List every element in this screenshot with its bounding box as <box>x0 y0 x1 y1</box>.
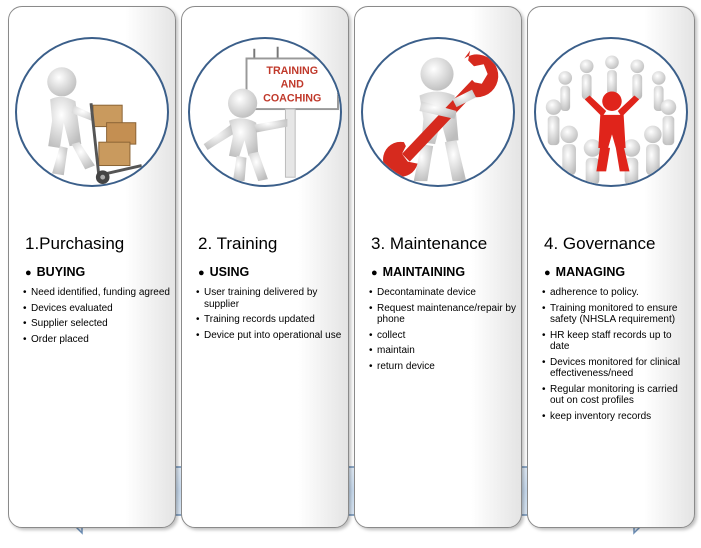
training-illustration: TRAINING AND COACHING <box>188 37 342 187</box>
list-item: Device put into operational use <box>196 330 346 342</box>
person-with-training-sign-icon: TRAINING AND COACHING <box>203 46 339 182</box>
bullet-icon: ● <box>198 267 205 279</box>
stage-heading: ●MANAGING <box>544 265 626 279</box>
list-item: Supplier selected <box>23 318 173 330</box>
list-item: Order placed <box>23 334 173 346</box>
list-item: Request maintenance/repair by phone <box>369 303 519 326</box>
sign-text-line: AND <box>281 79 304 91</box>
list-item: Devices monitored for clinical effective… <box>542 357 692 380</box>
stage-items: Need identified, funding agreed Devices … <box>23 287 173 349</box>
list-item: Devices evaluated <box>23 303 173 315</box>
bullet-icon: ● <box>25 267 32 279</box>
stage-panel-purchasing: 1.Purchasing ●BUYING Need identified, fu… <box>8 6 176 528</box>
list-item: Regular monitoring is carried out on cos… <box>542 384 692 407</box>
list-item: collect <box>369 330 519 342</box>
stage-title: 3. Maintenance <box>371 234 488 253</box>
list-item: adherence to policy. <box>542 287 692 299</box>
stage-panel-governance: 4. Governance ●MANAGING adherence to pol… <box>527 6 695 528</box>
list-item: Decontaminate device <box>369 287 519 299</box>
bullet-icon: ● <box>544 267 551 279</box>
list-item: HR keep staff records up to date <box>542 330 692 353</box>
people-circle-leader-icon <box>545 55 677 185</box>
stage-title: 4. Governance <box>544 234 656 253</box>
stage-heading: ●MAINTAINING <box>371 265 466 279</box>
stage-items: User training delivered by supplier Trai… <box>196 287 346 345</box>
list-item: Training monitored to ensure safety (NHS… <box>542 303 692 326</box>
stage-items: adherence to policy. Training monitored … <box>542 287 692 426</box>
stage-items: Decontaminate device Request maintenance… <box>369 287 519 376</box>
person-pushing-hand-truck-icon <box>47 67 142 185</box>
sign-text-line: COACHING <box>263 92 321 104</box>
list-item: Training records updated <box>196 314 346 326</box>
stage-title: 1.Purchasing <box>25 234 125 253</box>
list-item: Need identified, funding agreed <box>23 287 173 299</box>
stage-title: 2. Training <box>198 234 278 253</box>
person-holding-wrench-icon <box>383 50 499 182</box>
stage-heading: ●USING <box>198 265 250 279</box>
sign-text-line: TRAINING <box>266 65 318 77</box>
stage-panel-maintenance: 3. Maintenance ●MAINTAINING Decontaminat… <box>354 6 522 528</box>
stage-panel-training: TRAINING AND COACHING 2. Training ●USING… <box>181 6 349 528</box>
stage-heading: ●BUYING <box>25 265 86 279</box>
purchasing-illustration <box>15 37 169 187</box>
list-item: keep inventory records <box>542 411 692 423</box>
bullet-icon: ● <box>371 267 378 279</box>
governance-illustration <box>534 37 688 187</box>
list-item: return device <box>369 361 519 373</box>
maintenance-illustration <box>361 37 515 187</box>
list-item: maintain <box>369 345 519 357</box>
list-item: User training delivered by supplier <box>196 287 346 310</box>
